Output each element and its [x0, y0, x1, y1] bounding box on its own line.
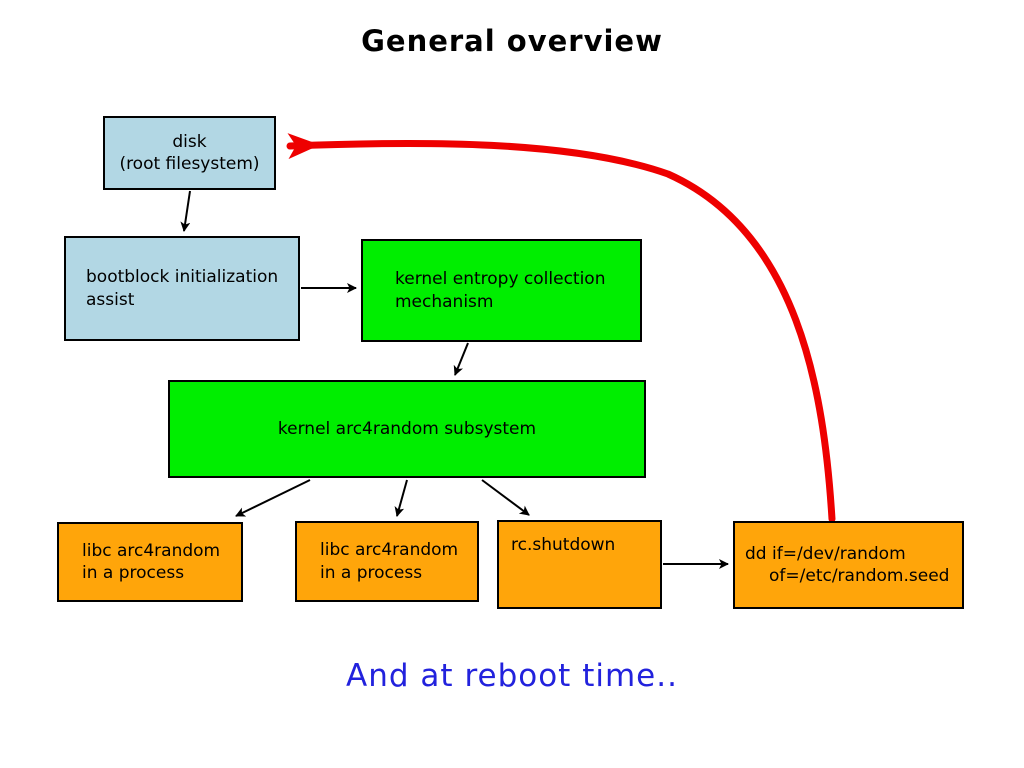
node-rc-shutdown: rc.shutdown: [497, 520, 662, 609]
node-libc-arc4random-2-line1: libc arc4random: [320, 540, 459, 561]
node-kernel-entropy: kernel entropy collection mechanism: [361, 239, 642, 342]
node-kernel-entropy-line2: mechanism: [395, 291, 494, 312]
node-libc-arc4random-1-line2: in a process: [82, 563, 185, 583]
arrow-disk-to-bootblock: [180, 190, 191, 232]
footer-note: And at reboot time..: [346, 658, 678, 694]
node-dd-random-seed-line1: dd if=/dev/random: [745, 543, 906, 564]
node-disk: disk (root filesystem): [103, 116, 276, 190]
node-kernel-entropy-line1: kernel entropy collection: [395, 269, 606, 290]
node-disk-line2: (root filesystem): [119, 154, 260, 174]
node-libc-arc4random-1-line1: libc arc4random: [82, 540, 221, 561]
node-dd-random-seed-line2: of=/etc/random.seed: [769, 566, 950, 586]
node-bootblock: bootblock initialization assist: [64, 236, 300, 341]
node-bootblock-line2: assist: [86, 289, 135, 310]
node-kernel-arc4random: kernel arc4random subsystem: [168, 380, 646, 478]
arrow-entropy-to-arc4: [453, 342, 469, 376]
node-kernel-arc4random-label: kernel arc4random subsystem: [277, 418, 537, 439]
arrow-arc4-to-libc1: [235, 479, 311, 517]
node-libc-arc4random-2-line2: in a process: [320, 562, 423, 583]
arrow-arc4-to-libc2: [394, 479, 408, 517]
node-rc-shutdown-label: rc.shutdown: [511, 535, 616, 555]
page-title: General overview: [361, 24, 663, 58]
arrow-arc4-to-rcshutdown: [481, 479, 530, 516]
node-dd-random-seed: dd if=/dev/random of=/etc/random.seed: [733, 521, 964, 609]
node-disk-line1: disk: [172, 131, 207, 152]
node-libc-arc4random-2: libc arc4random in a process: [295, 521, 479, 602]
node-libc-arc4random-1: libc arc4random in a process: [57, 522, 243, 602]
node-bootblock-line1: bootblock initialization: [86, 267, 279, 288]
